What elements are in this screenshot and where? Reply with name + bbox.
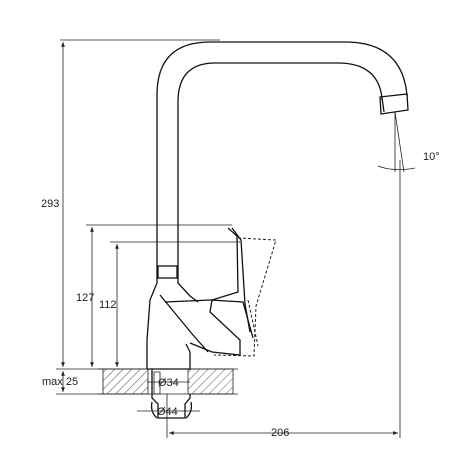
reach-label: 206 (271, 427, 289, 439)
max-counter-label: max 25 (42, 376, 78, 388)
dim-body-height: 112 (99, 241, 240, 367)
dim-handle-height: 127 (76, 224, 232, 367)
dim-reach: 206 (166, 160, 401, 439)
handle (189, 227, 277, 357)
dim-max-counter: max 25 (42, 371, 104, 395)
hole-diameter-label: Ø34 (158, 377, 179, 389)
total-height-label: 293 (41, 198, 59, 210)
dim-spout-angle: 10° (377, 111, 440, 173)
countertop (98, 368, 238, 395)
dim-total-height: 293 (41, 39, 220, 370)
faucet-body (146, 265, 211, 419)
spout (156, 41, 409, 270)
handle-height-label: 127 (76, 292, 94, 304)
body-height-label: 112 (99, 299, 117, 311)
spout-angle-label: 10° (423, 151, 440, 163)
